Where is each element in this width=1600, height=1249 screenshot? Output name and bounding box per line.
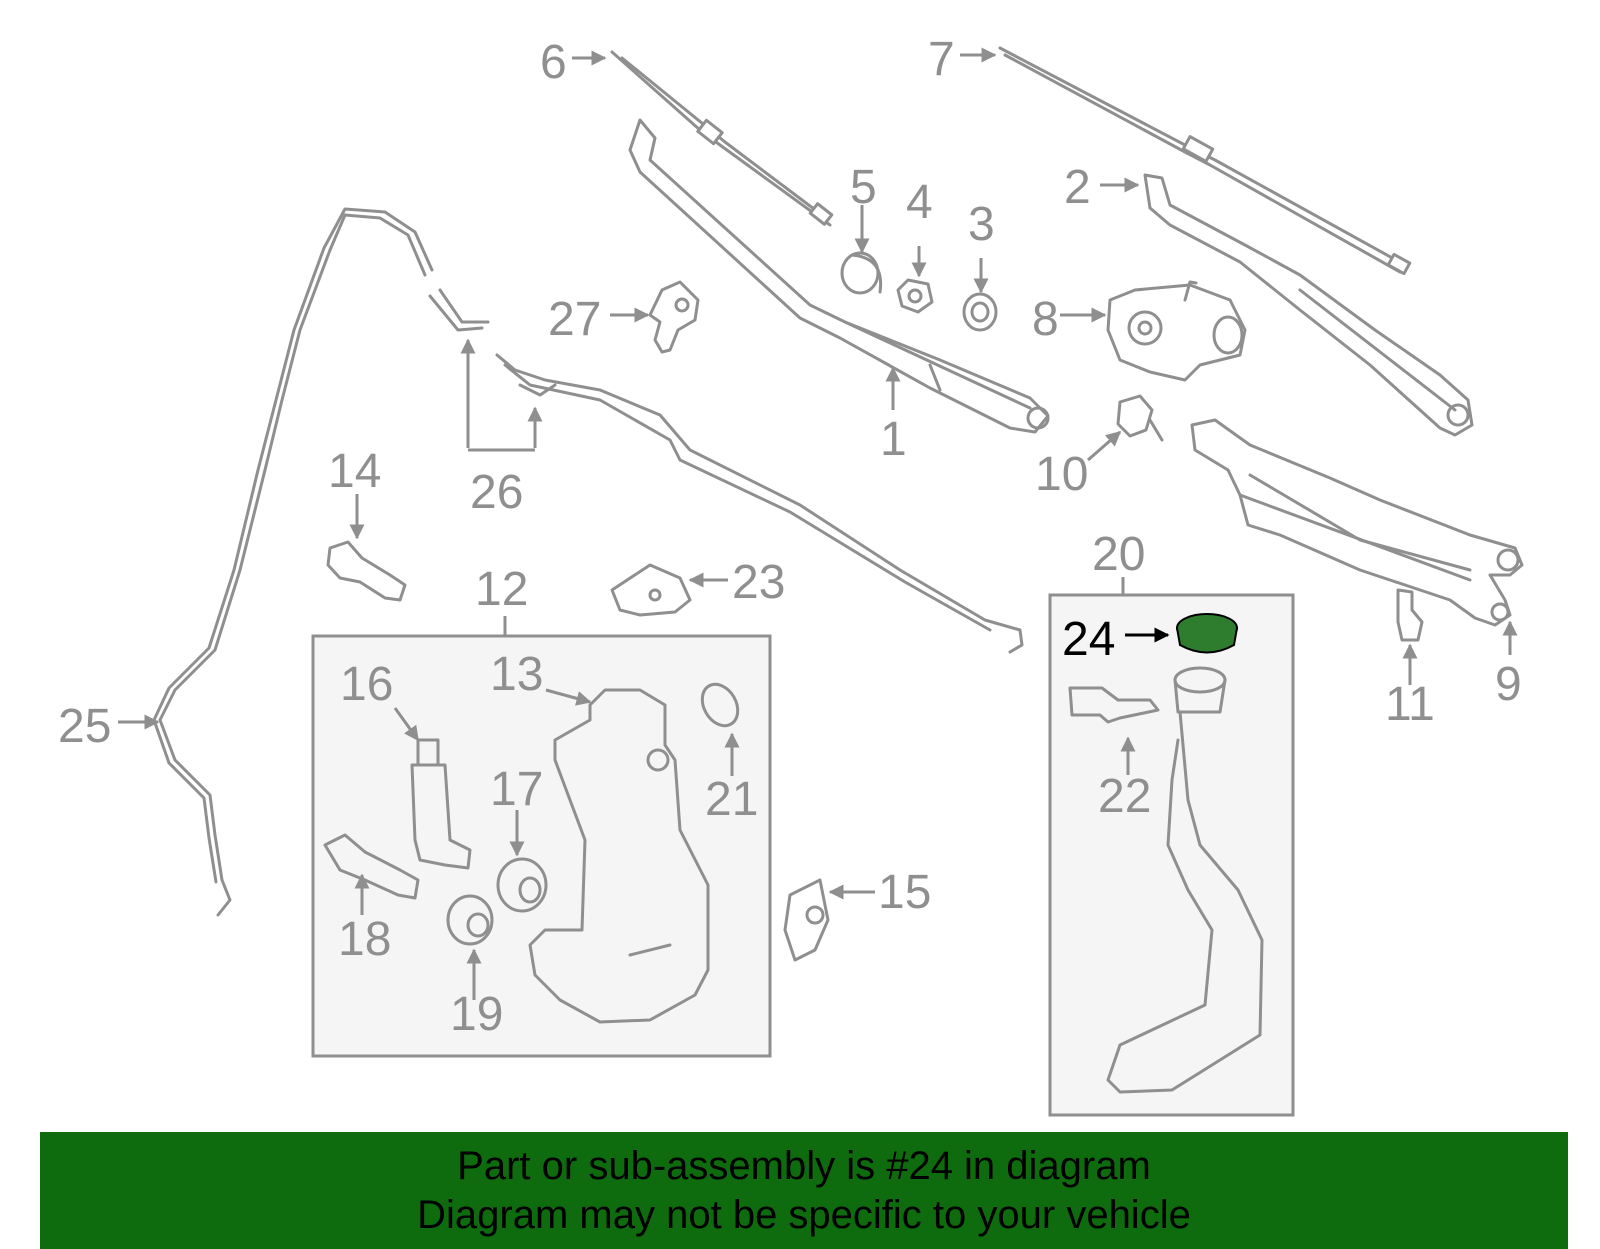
callout-27: 27 [548, 293, 601, 346]
callout-19: 19 [450, 988, 503, 1041]
callout-24: 24 [1062, 613, 1115, 666]
callout-1: 1 [880, 413, 907, 466]
connector-27-part [648, 280, 700, 354]
wiper-arm-left-part [628, 118, 1050, 434]
bolt-14-part [326, 540, 407, 602]
callout-3: 3 [968, 198, 995, 251]
callout-22: 22 [1098, 770, 1151, 823]
wiper-blade-right-part [998, 46, 1412, 276]
leader-lines [118, 47, 1518, 1000]
callout-18: 18 [338, 913, 391, 966]
callout-7: 7 [928, 33, 955, 86]
callout-2: 2 [1064, 161, 1091, 214]
nut-part [896, 278, 934, 314]
wiper-motor-part [1106, 280, 1247, 382]
callout-10: 10 [1035, 448, 1088, 501]
callout-4: 4 [906, 176, 933, 229]
bolt-part [1116, 394, 1164, 442]
callout-20: 20 [1092, 528, 1145, 581]
info-banner: Part or sub-assembly is #24 in diagram D… [40, 1132, 1568, 1249]
banner-line-1: Part or sub-assembly is #24 in diagram [457, 1144, 1151, 1188]
grommet-17-part [496, 857, 548, 913]
washer-hose-25-part [152, 207, 434, 917]
wiper-linkage-part [1190, 418, 1524, 627]
bracket-23-part [610, 563, 692, 617]
filler-cap-part [1176, 613, 1238, 654]
callout-23: 23 [732, 556, 785, 609]
callout-26: 26 [470, 466, 523, 519]
wiper-arm-right-part [1143, 173, 1474, 437]
banner-line-2: Diagram may not be specific to your vehi… [417, 1193, 1191, 1237]
pump-part [410, 738, 472, 870]
bracket-15-part [783, 878, 830, 962]
callout-12: 12 [475, 563, 528, 616]
seal-21-part [700, 682, 740, 728]
reservoir-part [528, 688, 710, 1024]
callout-8: 8 [1032, 293, 1059, 346]
wiper-blade-left-part [610, 50, 834, 227]
callout-6: 6 [540, 36, 567, 89]
callout-14: 14 [328, 445, 381, 498]
callout-5: 5 [850, 161, 877, 214]
level-sensor-part [323, 833, 420, 900]
reservoir-group-box [311, 634, 772, 1058]
callout-21: 21 [705, 773, 758, 826]
callout-11: 11 [1385, 678, 1435, 731]
grommet-19-part [446, 894, 494, 946]
callout-17: 17 [490, 763, 543, 816]
washer-hose-26-part [428, 288, 1024, 654]
clip-22-part [1068, 686, 1160, 724]
callout-15: 15 [878, 866, 931, 919]
cap-part [840, 251, 883, 295]
callout-13: 13 [490, 648, 543, 701]
filler-neck-part [1106, 666, 1264, 1094]
pivot-bolt-part [1396, 588, 1424, 642]
callout-9: 9 [1495, 658, 1522, 711]
washer-part [962, 292, 998, 332]
callout-25: 25 [58, 700, 111, 753]
callout-16: 16 [340, 658, 393, 711]
